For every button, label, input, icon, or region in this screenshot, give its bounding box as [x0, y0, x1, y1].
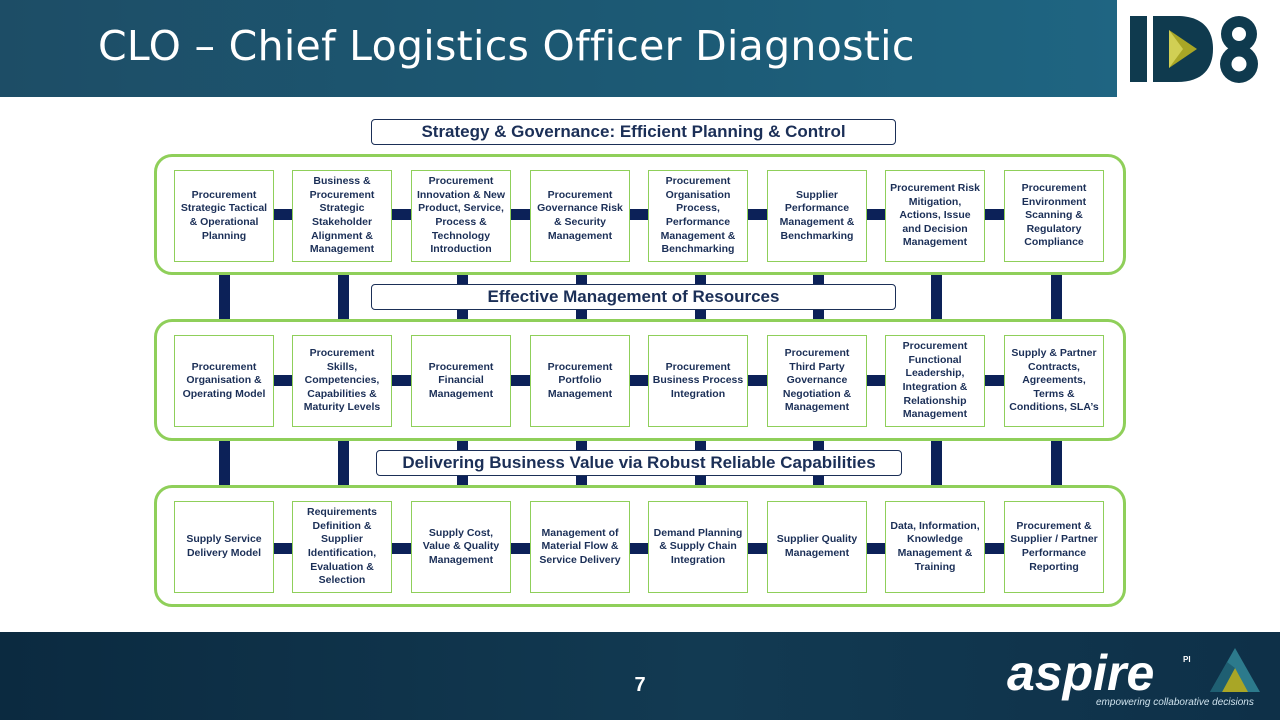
capability-box: Business & Procurement Strategic Stakeho… [292, 170, 392, 262]
capability-box: Requirements Definition & Supplier Ident… [292, 501, 392, 593]
vertical-connector [219, 274, 230, 324]
page-title: CLO – Chief Logistics Officer Diagnostic [98, 22, 915, 70]
aspire-logo-graphic: aspire PI [1007, 645, 1260, 701]
horizontal-connector [510, 375, 532, 386]
capability-box: Supply Service Delivery Model [174, 501, 274, 593]
capability-box: Procurement Innovation & New Product, Se… [411, 170, 511, 262]
horizontal-connector [391, 375, 413, 386]
footer-band [0, 632, 1280, 720]
capability-box: Procurement Environment Scanning & Regul… [1004, 170, 1104, 262]
vertical-connector [338, 274, 349, 324]
horizontal-connector [748, 209, 770, 220]
horizontal-connector [866, 375, 888, 386]
capability-box: Procurement Organisation Process, Perfor… [648, 170, 748, 262]
capability-box: Procurement Functional Leadership, Integ… [885, 335, 985, 427]
aspire-tagline: empowering collaborative decisions [1096, 697, 1254, 708]
capability-box: Procurement Portfolio Management [530, 335, 630, 427]
horizontal-connector [510, 543, 532, 554]
capability-box: Supply & Partner Contracts, Agreements, … [1004, 335, 1104, 427]
horizontal-connector [272, 543, 294, 554]
capability-box: Procurement Strategic Tactical & Operati… [174, 170, 274, 262]
horizontal-connector [866, 209, 888, 220]
vertical-connector [1051, 274, 1062, 324]
vertical-connector [931, 438, 942, 490]
capability-box: Procurement Third Party Governance Negot… [767, 335, 867, 427]
horizontal-connector [629, 209, 651, 220]
vertical-connector [338, 438, 349, 490]
horizontal-connector [391, 209, 413, 220]
header-band: CLO – Chief Logistics Officer Diagnostic [0, 0, 1117, 97]
vertical-connector [1051, 438, 1062, 490]
capability-box: Procurement Financial Management [411, 335, 511, 427]
capability-box: Procurement Skills, Competencies, Capabi… [292, 335, 392, 427]
section-label-strategy: Strategy & Governance: Efficient Plannin… [371, 119, 896, 145]
capability-box: Supply Cost, Value & Quality Management [411, 501, 511, 593]
horizontal-connector [984, 209, 1006, 220]
capability-box: Data, Information, Knowledge Management … [885, 501, 985, 593]
capability-box: Management of Material Flow & Service De… [530, 501, 630, 593]
capability-box: Procurement Risk Mitigation, Actions, Is… [885, 170, 985, 262]
capability-box: Procurement Organisation & Operating Mod… [174, 335, 274, 427]
horizontal-connector [391, 543, 413, 554]
horizontal-connector [629, 543, 651, 554]
horizontal-connector [748, 375, 770, 386]
horizontal-connector [984, 543, 1006, 554]
vertical-connector [931, 274, 942, 324]
horizontal-connector [866, 543, 888, 554]
horizontal-connector [629, 375, 651, 386]
horizontal-connector [748, 543, 770, 554]
section-label-resources: Effective Management of Resources [371, 284, 896, 310]
capability-box: Supplier Quality Management [767, 501, 867, 593]
section-label-value: Delivering Business Value via Robust Rel… [376, 450, 902, 476]
vertical-connector [219, 438, 230, 490]
horizontal-connector [510, 209, 532, 220]
aspire-logo: aspire PI [1005, 640, 1275, 715]
svg-text:aspire: aspire [1007, 645, 1154, 701]
capability-box: Procurement Governance Risk & Security M… [530, 170, 630, 262]
page-number: 7 [634, 674, 646, 696]
capability-box: Demand Planning & Supply Chain Integrati… [648, 501, 748, 593]
svg-text:PI: PI [1183, 655, 1191, 664]
id8-logo-graphic [1130, 16, 1258, 83]
horizontal-connector [272, 209, 294, 220]
capability-box: Procurement Business Process Integration [648, 335, 748, 427]
capability-box: Supplier Performance Management & Benchm… [767, 170, 867, 262]
capability-box: Procurement & Supplier / Partner Perform… [1004, 501, 1104, 593]
horizontal-connector [272, 375, 294, 386]
id8-logo [1125, 10, 1265, 88]
horizontal-connector [984, 375, 1006, 386]
